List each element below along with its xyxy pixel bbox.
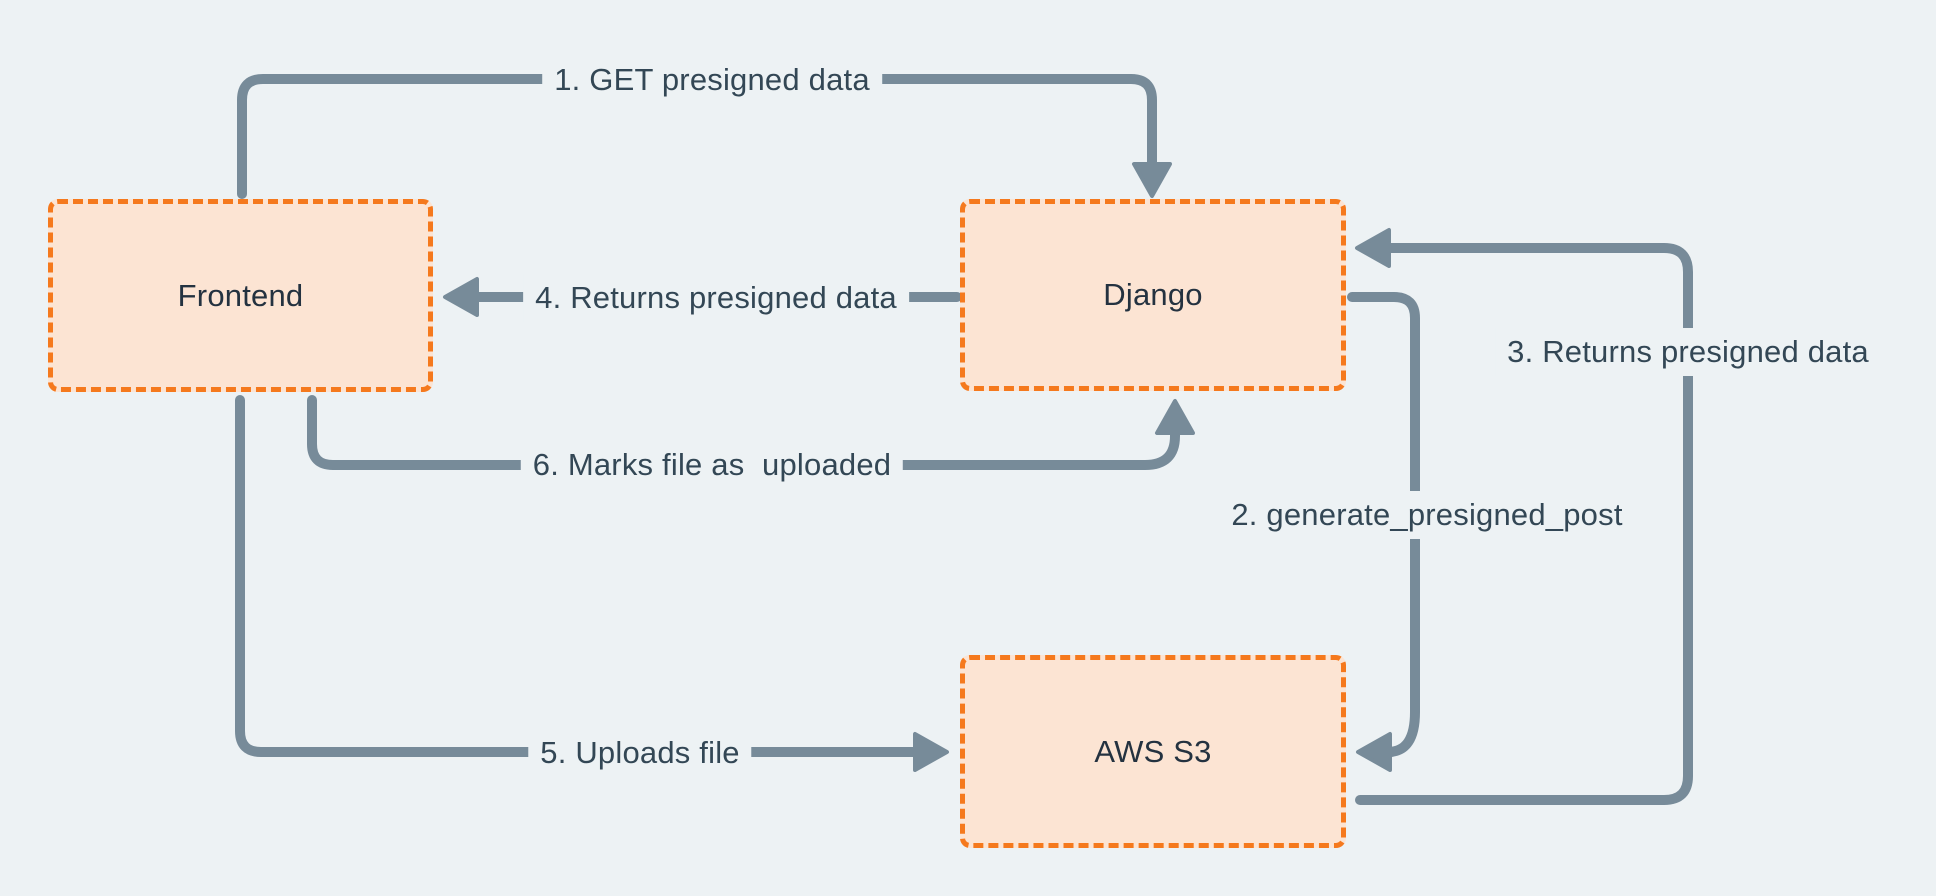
flow-label-4: 4. Returns presigned data bbox=[523, 274, 909, 322]
node-frontend: Frontend bbox=[48, 199, 433, 392]
node-django-label: Django bbox=[1103, 277, 1203, 312]
arrowhead-3-left-icon bbox=[1355, 228, 1391, 268]
arrowhead-2-left-icon bbox=[1356, 732, 1392, 772]
arrowhead-6-up-icon bbox=[1155, 399, 1195, 435]
node-django: Django bbox=[960, 199, 1346, 391]
arrowhead-5-right-icon bbox=[913, 732, 949, 772]
flow-label-1: 1. GET presigned data bbox=[542, 56, 882, 104]
node-frontend-label: Frontend bbox=[177, 277, 304, 313]
arrowhead-1-down-icon bbox=[1132, 162, 1172, 198]
flow-label-3: 3. Returns presigned data bbox=[1495, 328, 1881, 376]
arrow-3-returns-presigned-data bbox=[1355, 243, 1693, 805]
flow-label-2: 2. generate_presigned_post bbox=[1219, 491, 1635, 539]
flow-label-6: 6. Marks file as uploaded bbox=[520, 441, 904, 489]
arrowhead-4-left-icon bbox=[443, 277, 479, 317]
flow-label-5: 5. Uploads file bbox=[528, 729, 752, 777]
node-aws-s3-label: AWS S3 bbox=[1094, 733, 1212, 769]
node-aws-s3: AWS S3 bbox=[960, 655, 1346, 848]
arrow-5-uploads-file bbox=[235, 395, 919, 757]
